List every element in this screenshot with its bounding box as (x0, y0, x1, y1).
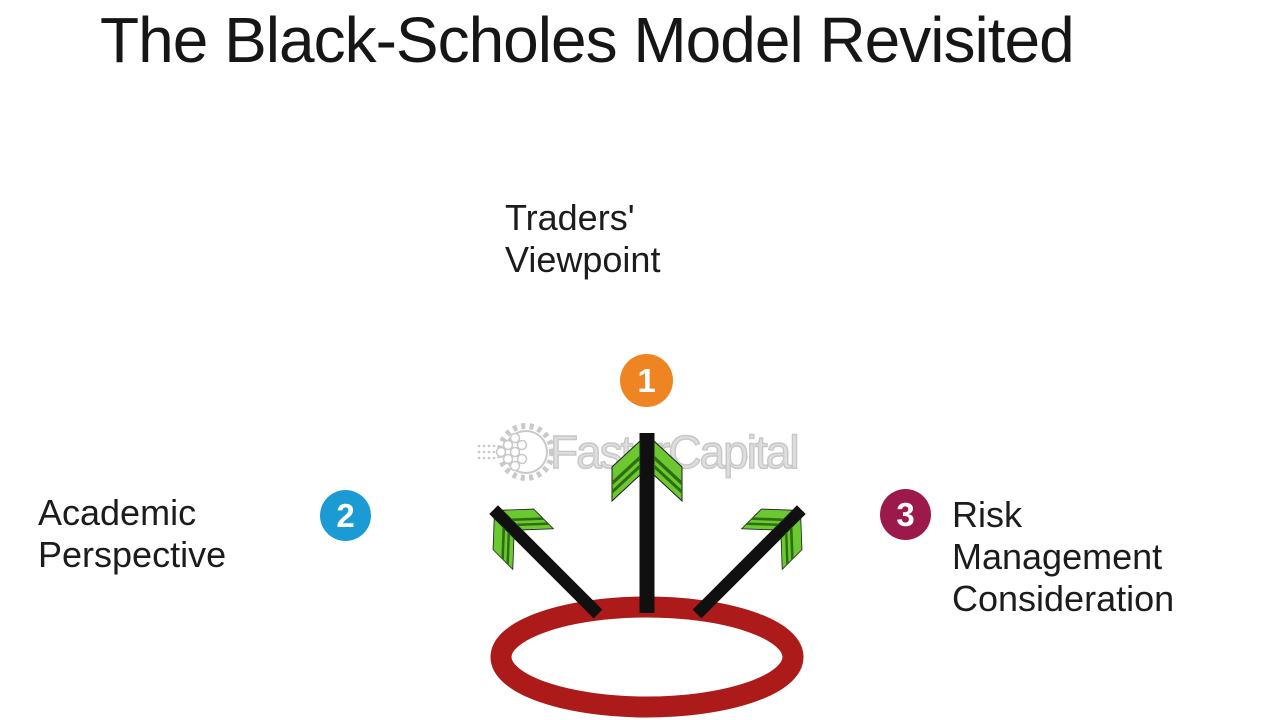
number-badge-1: 1 (620, 354, 673, 407)
number-badge-3: 3 (880, 489, 931, 540)
number-badge-2: 2 (320, 490, 371, 541)
badge-3-number: 3 (896, 495, 915, 533)
target-arrows-graphic (472, 432, 823, 718)
label-traders-viewpoint: Traders' Viewpoint (505, 197, 661, 280)
target-ring-icon (490, 596, 804, 718)
badge-2-number: 2 (336, 496, 355, 534)
arrow-center-icon (611, 432, 683, 614)
label-academic-perspective: Academic Perspective (38, 492, 227, 575)
label-risk-management-consideration: Risk Management Consideration (952, 494, 1175, 619)
page-title: The Black-Scholes Model Revisited (100, 4, 1075, 76)
badge-1-number: 1 (637, 361, 656, 399)
